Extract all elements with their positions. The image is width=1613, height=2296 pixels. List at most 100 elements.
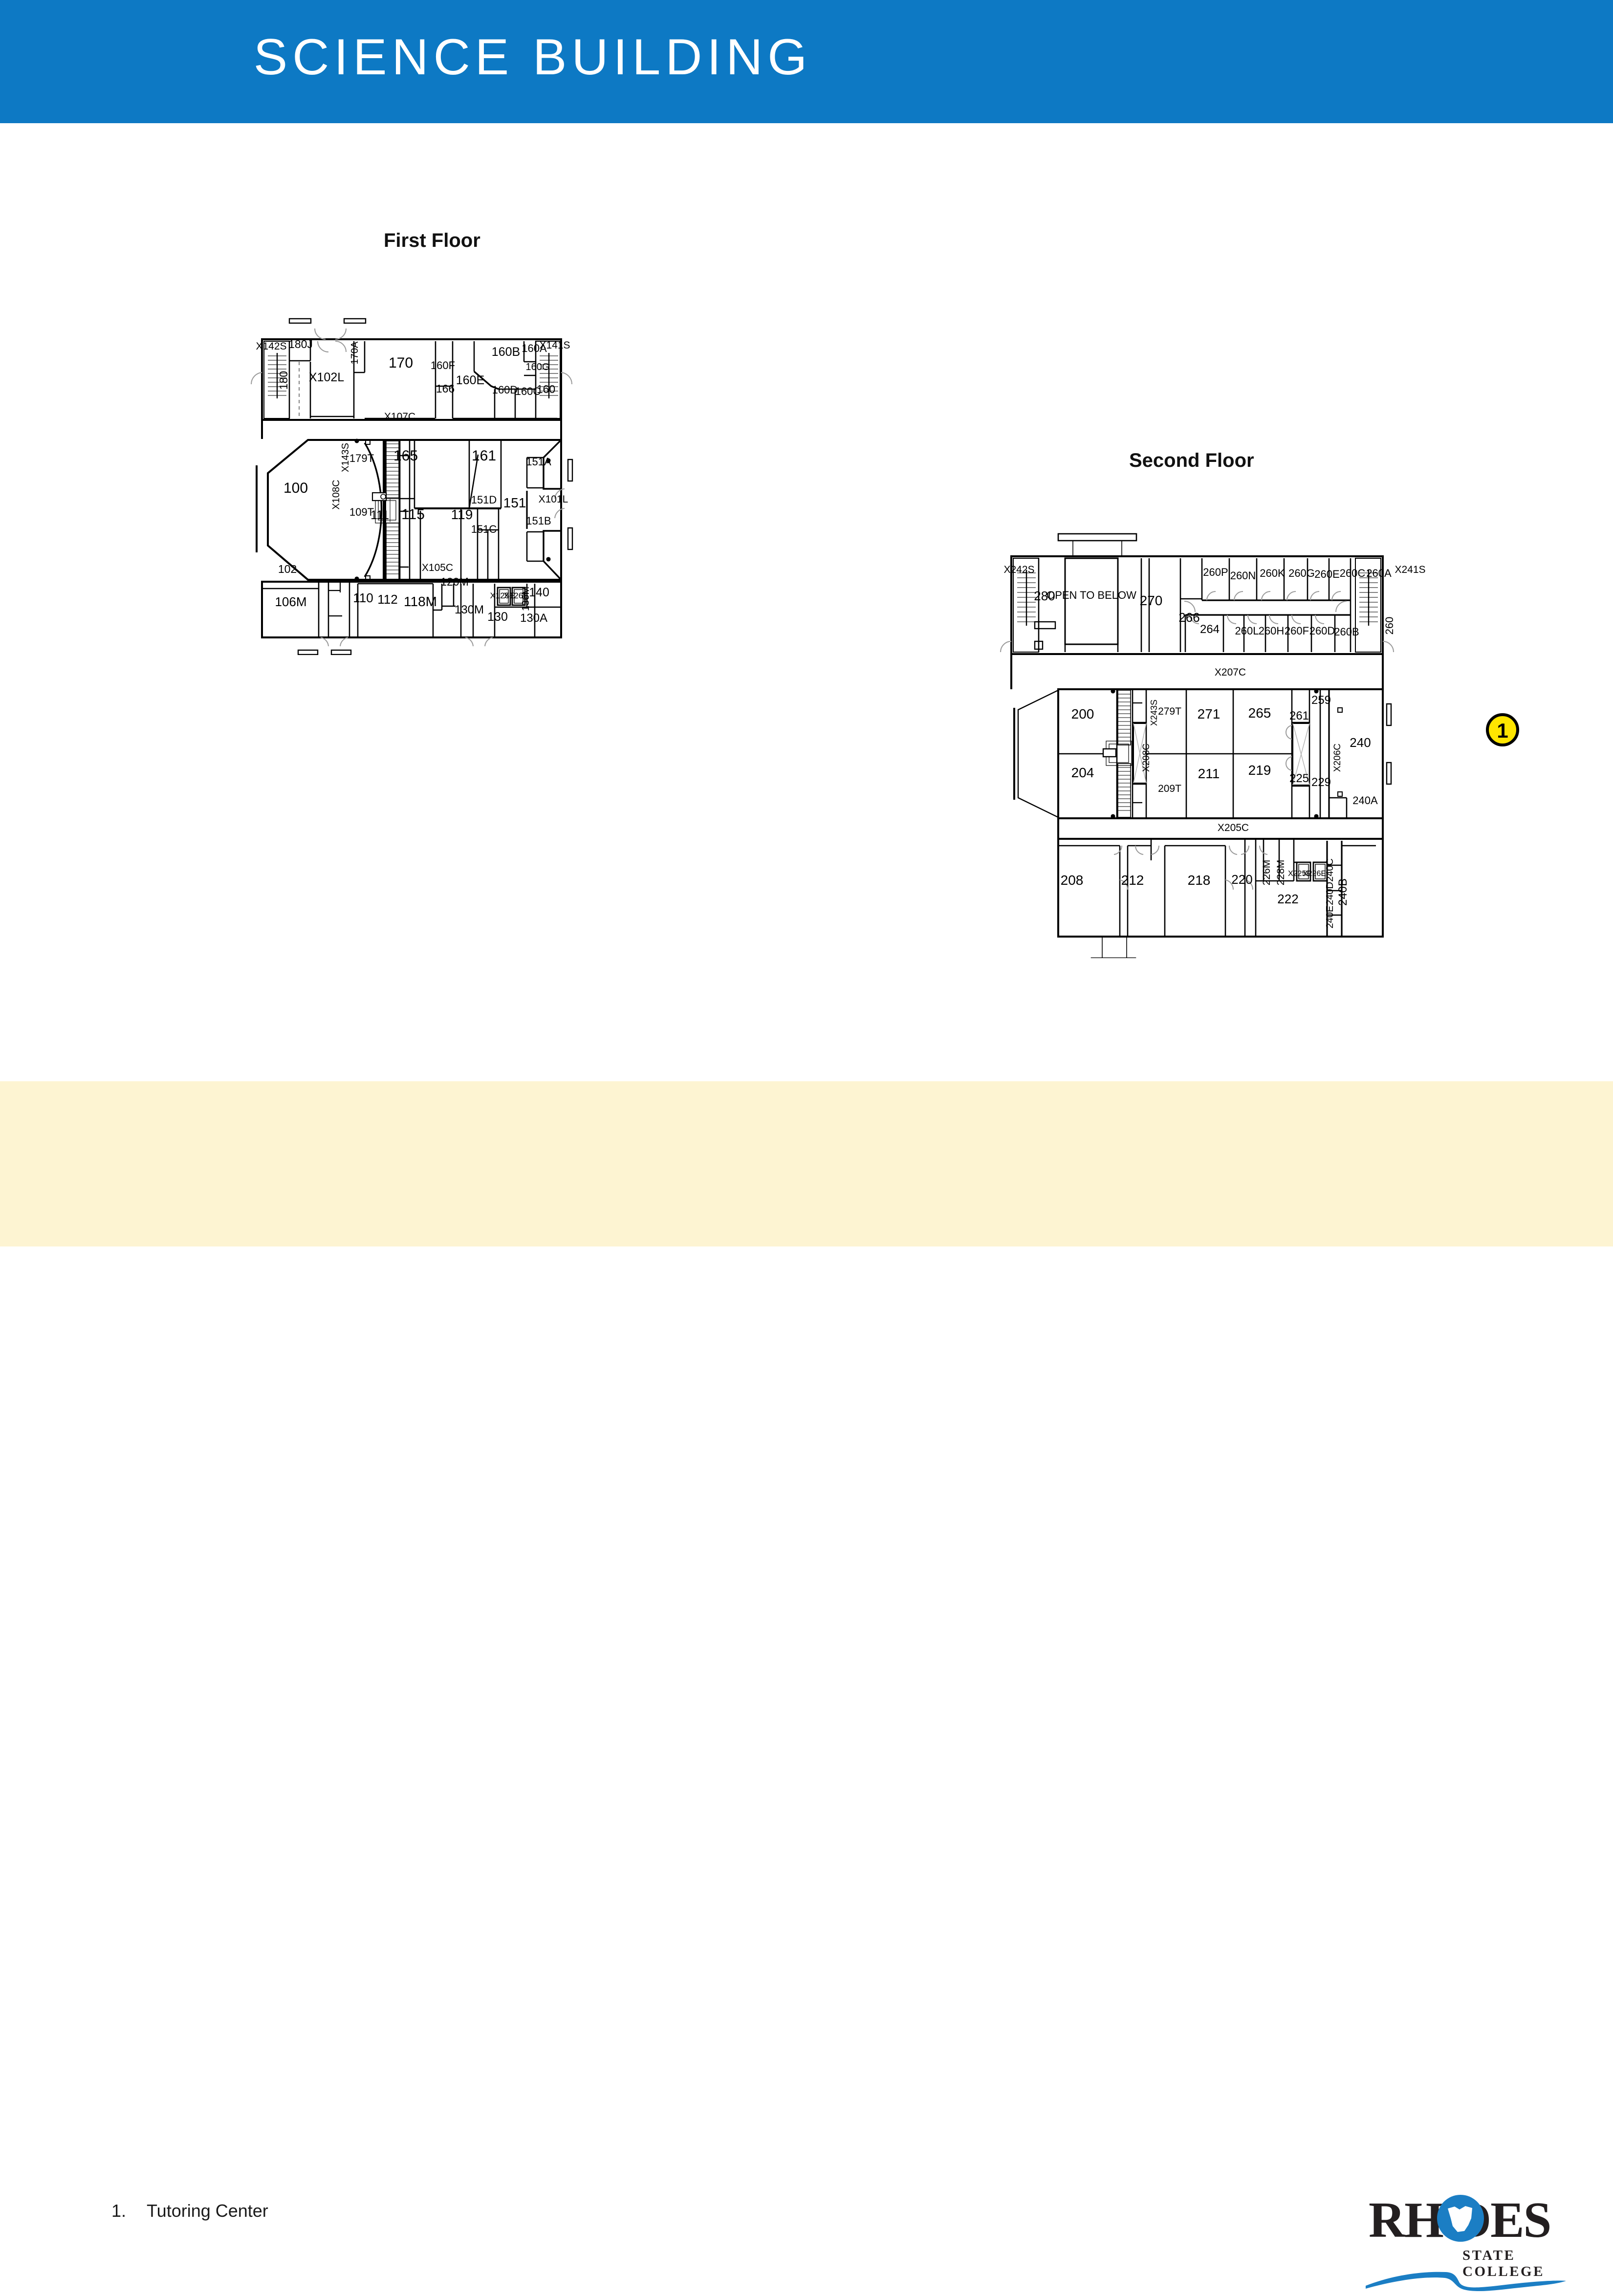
- room-label: 100: [283, 480, 308, 496]
- room-label: 225: [1289, 772, 1309, 785]
- room-label: 140: [529, 586, 549, 599]
- room-label: 179T: [349, 452, 374, 464]
- legend-label: Tutoring Center: [147, 2201, 268, 2221]
- room-label: 160D: [492, 384, 518, 396]
- room-label: 240A: [1352, 794, 1378, 807]
- room-label: 115: [401, 506, 425, 523]
- rhodes-state-college-logo: RH DES STATE COLLEGE: [1366, 2191, 1566, 2296]
- room-label: X225E: [1288, 870, 1311, 878]
- room-label: 260L: [1235, 625, 1259, 637]
- room-label: 160B: [492, 345, 520, 359]
- room-label: 260H: [1259, 625, 1285, 637]
- room-label: 130M: [455, 603, 484, 616]
- room-label: 260: [1383, 617, 1395, 635]
- room-label: 260D: [1309, 625, 1335, 637]
- room-label: 260A: [1366, 567, 1392, 579]
- room-label: 160F: [431, 359, 455, 372]
- room-label: 260G: [1288, 567, 1315, 579]
- room-label: 240B: [1336, 878, 1350, 906]
- second-floor-title: Second Floor: [1129, 450, 1254, 471]
- room-label: X205C: [1218, 822, 1249, 833]
- room-label: X105C: [422, 562, 453, 573]
- room-label: 280: [1034, 589, 1055, 603]
- room-label: 279T: [1158, 706, 1181, 717]
- page-footer: 1. Tutoring Center RH DES STATE COLLEGE: [0, 1081, 1613, 2291]
- room-label: 130A: [520, 612, 547, 625]
- room-label: 160G: [526, 362, 550, 372]
- room-label: 160: [537, 383, 555, 395]
- room-label: X206C: [1332, 743, 1343, 772]
- room-label: 165: [393, 448, 418, 464]
- room-label: X107C: [384, 411, 415, 422]
- room-label: X241S: [1395, 564, 1425, 575]
- room-label: 222: [1277, 892, 1298, 906]
- room-label: X102L: [309, 371, 344, 384]
- room-label: 170: [389, 355, 413, 371]
- room-label: 212: [1121, 873, 1144, 888]
- room-label: 160E: [456, 373, 484, 387]
- map-marker-1[interactable]: 1: [1485, 712, 1520, 747]
- room-label: 260P: [1203, 566, 1228, 578]
- first-floor-title: First Floor: [384, 230, 480, 251]
- room-label: 151B: [526, 515, 551, 527]
- room-label: 180J: [288, 338, 313, 350]
- room-label: X242S: [1003, 564, 1034, 575]
- room-label: 161: [472, 448, 496, 464]
- svg-text:1: 1: [1497, 719, 1508, 742]
- room-label: X208C: [1141, 743, 1152, 772]
- room-label: 259: [1311, 694, 1331, 707]
- room-label: X143S: [340, 443, 351, 472]
- legend-item-1: 1. Tutoring Center: [111, 2201, 268, 2221]
- room-label: 270: [1140, 593, 1163, 608]
- room-label: 240C: [1325, 858, 1335, 882]
- room-label: 260N: [1230, 569, 1256, 582]
- room-label: 120M: [440, 575, 469, 588]
- room-label: 111: [371, 508, 389, 522]
- room-label: 261: [1289, 709, 1309, 722]
- room-label: 180: [277, 371, 290, 390]
- room-label: 211: [1198, 766, 1220, 781]
- room-label: X226E: [1303, 870, 1326, 878]
- room-label: 130: [487, 610, 508, 624]
- room-label: 220: [1231, 872, 1252, 887]
- room-label: 160A: [522, 342, 547, 354]
- room-label: OPEN TO BELOW: [1046, 589, 1136, 601]
- room-label: X101L: [539, 494, 568, 505]
- room-label: 200: [1071, 706, 1094, 722]
- room-label: 151C: [471, 523, 497, 535]
- room-label: 110: [353, 590, 373, 605]
- room-label: 260K: [1260, 567, 1285, 579]
- room-label: 170A: [349, 341, 360, 364]
- room-label: 226M: [1261, 860, 1272, 886]
- room-label: 260E: [1314, 568, 1339, 580]
- room-label: 151: [503, 495, 526, 510]
- room-label: X243S: [1149, 700, 1159, 726]
- room-label: 228M: [1275, 860, 1286, 886]
- room-label: 151A: [526, 456, 551, 468]
- page-header: SCIENCE BUILDING: [0, 0, 1613, 123]
- room-label: 106M: [275, 594, 306, 609]
- room-label: 240E: [1325, 906, 1335, 929]
- room-label: 166: [436, 382, 455, 395]
- room-label: 136M: [521, 587, 531, 611]
- room-label: 265: [1248, 705, 1271, 721]
- room-label: 151D: [471, 494, 497, 506]
- room-label: 160C: [515, 385, 541, 397]
- room-label: 266: [1178, 610, 1199, 625]
- room-label: 240: [1350, 735, 1371, 750]
- room-label: 260C: [1340, 567, 1366, 579]
- legend-number: 1.: [111, 2201, 127, 2221]
- room-label: 260B: [1334, 626, 1359, 638]
- room-label: X108C: [331, 480, 342, 509]
- room-label: 102: [278, 563, 297, 575]
- ohio-state-shape-icon: [1448, 2206, 1472, 2232]
- room-label: 229: [1311, 776, 1331, 789]
- room-label: 208: [1061, 873, 1084, 888]
- room-label: 119: [451, 507, 473, 522]
- room-label: X126E: [503, 591, 528, 600]
- room-label: 112: [377, 592, 397, 607]
- room-label: X142S: [256, 341, 286, 352]
- room-label: 204: [1071, 765, 1094, 780]
- room-label: 240D: [1325, 882, 1335, 905]
